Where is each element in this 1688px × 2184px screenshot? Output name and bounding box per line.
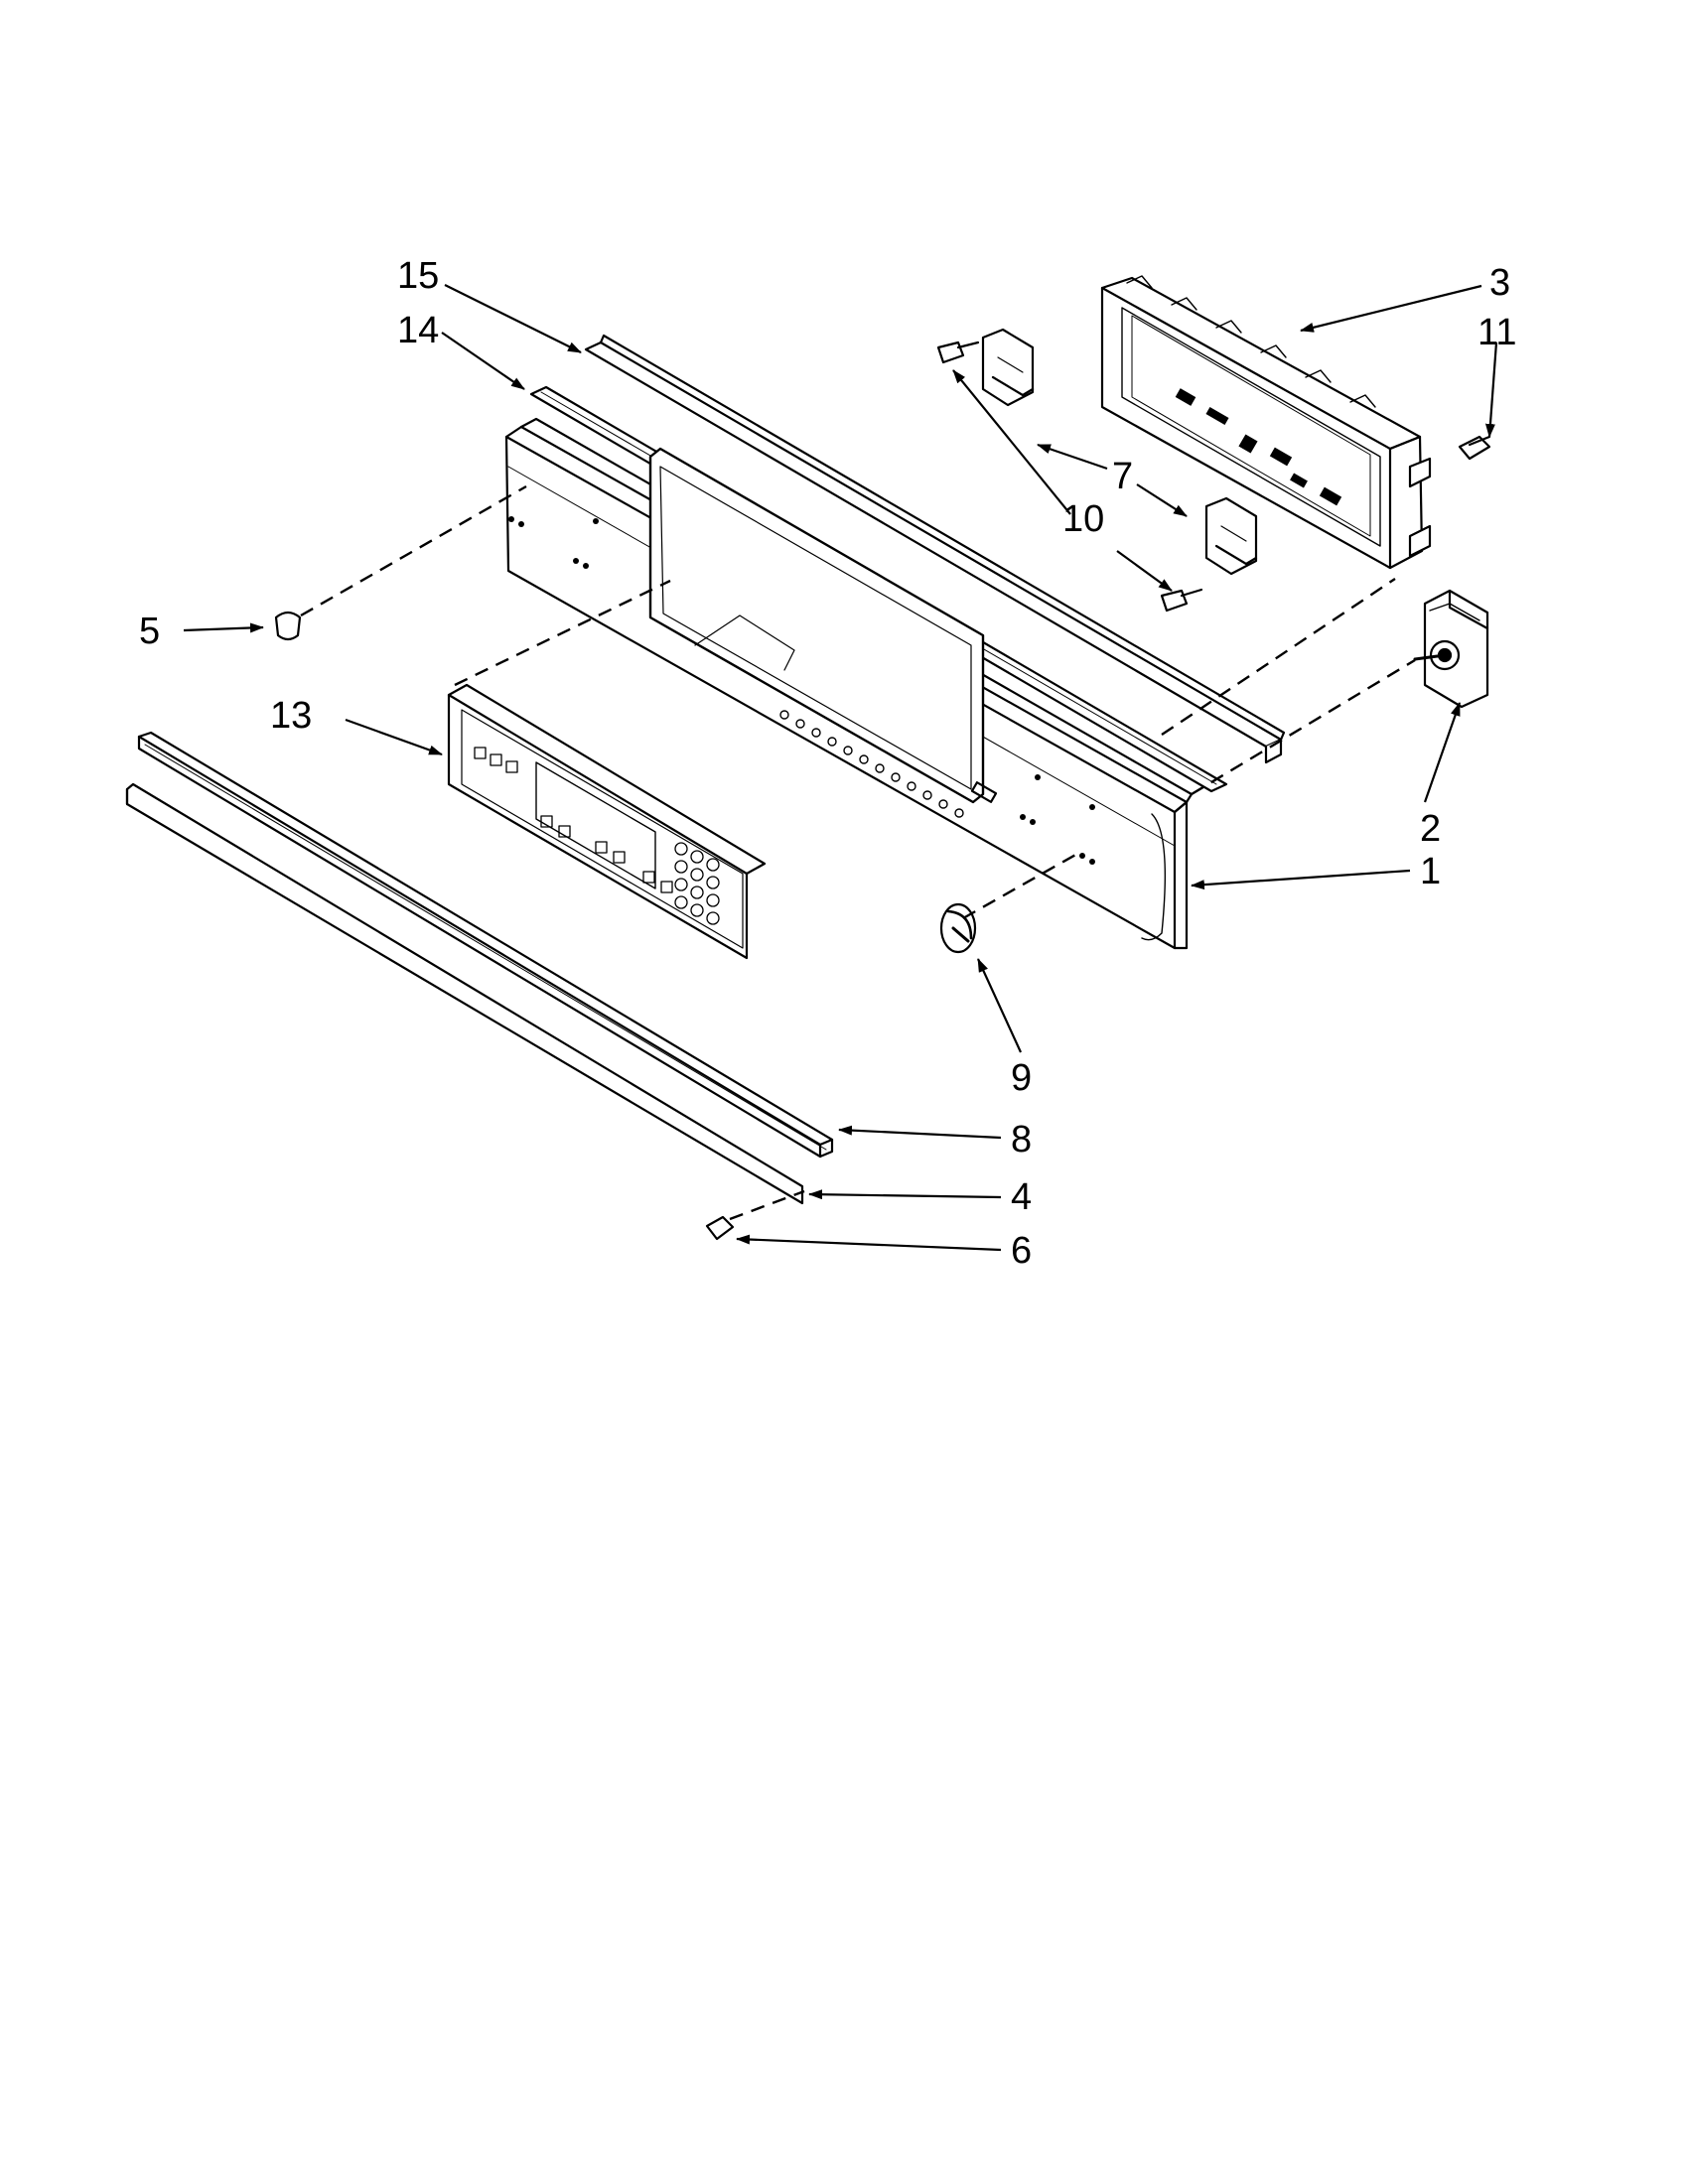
callout-11: 11: [1477, 312, 1516, 353]
board-screw-part: [1458, 435, 1491, 461]
alignment-lines: [300, 484, 1416, 1221]
trim-strip-part: [125, 782, 804, 1205]
callout-14: 14: [397, 310, 439, 351]
control-panel-part: [504, 417, 1194, 950]
trim-channel-part: [137, 731, 834, 1159]
touch-overlay-part: [447, 683, 767, 960]
callout-10: 10: [1062, 498, 1104, 540]
callout-2: 2: [1420, 808, 1441, 850]
left-screw-part: [274, 611, 302, 641]
callout-13: 13: [270, 695, 312, 737]
callout-3: 3: [1489, 262, 1510, 304]
callout-15: 15: [397, 255, 439, 297]
callout-4: 4: [1011, 1176, 1032, 1218]
callout-9: 9: [1011, 1057, 1032, 1099]
callout-1: 1: [1420, 851, 1441, 892]
callout-labels: 15 14 3 11 7 10 5 13 2 1 9 8 4 6: [139, 255, 1516, 1272]
callout-6: 6: [1011, 1230, 1032, 1272]
leader-arrows: [183, 284, 1498, 1252]
bottom-screw-part: [705, 1215, 735, 1241]
callout-8: 8: [1011, 1119, 1032, 1160]
bracket-part-upper: [981, 328, 1035, 407]
knob-part: [939, 902, 977, 954]
bracket-part-lower: [1204, 496, 1258, 576]
bracket-screw-upper: [936, 341, 980, 364]
callout-7: 7: [1112, 456, 1133, 497]
callout-5: 5: [139, 611, 160, 652]
selector-switch-part: [1413, 589, 1489, 709]
bracket-screw-lower: [1160, 588, 1203, 613]
control-board-part: [1100, 275, 1432, 570]
